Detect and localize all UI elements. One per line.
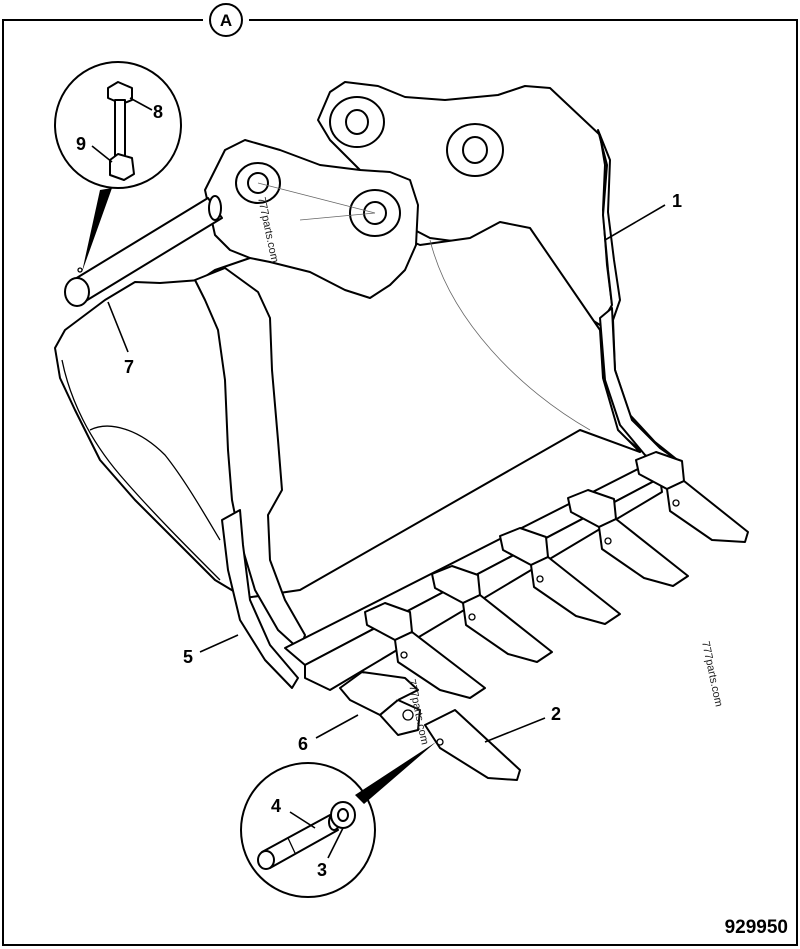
left-side-plate <box>194 267 306 651</box>
callout-4: 4 <box>271 796 281 816</box>
tooth-adapter-1 <box>364 602 486 699</box>
tooth-adapter-2 <box>431 565 553 663</box>
section-label: A <box>220 11 232 30</box>
exploded-adapter <box>339 671 421 736</box>
callout-2: 2 <box>551 704 561 724</box>
retainer-clip <box>330 801 356 829</box>
tooth-adapter-4 <box>567 489 689 587</box>
bolt-detail-leader <box>82 188 112 272</box>
callout-6: 6 <box>298 734 308 754</box>
callout-5: 5 <box>183 647 193 667</box>
tooth-adapter-3 <box>499 527 621 625</box>
leader-lines <box>91 97 666 859</box>
callout-9: 9 <box>76 134 86 154</box>
main-pin <box>64 195 223 307</box>
pin-detail-bubble <box>240 742 436 898</box>
callout-3: 3 <box>317 860 327 880</box>
drawing-frame <box>2 19 798 946</box>
tooth-adapter-5 <box>635 451 749 543</box>
bolt-detail-bubble <box>54 61 182 272</box>
callout-1: 1 <box>672 191 682 211</box>
rear-pin-hole-left <box>345 109 369 135</box>
pin-detail-leader <box>355 742 436 804</box>
pin-centerline-2 <box>299 212 376 221</box>
exploded-tooth <box>424 709 521 781</box>
watermark-2: 777parts.com <box>699 640 725 708</box>
rear-pin-hole-right <box>462 136 488 164</box>
bolt-shank <box>114 99 126 159</box>
bucket-inner-shade <box>89 425 221 541</box>
callout-8: 8 <box>153 102 163 122</box>
section-label-circle <box>209 3 243 37</box>
bucket-back-curve <box>61 359 221 581</box>
nut <box>109 153 135 181</box>
bucket-shell <box>54 204 641 599</box>
pin-centerline <box>257 182 376 214</box>
teeth <box>339 451 749 781</box>
callout-7: 7 <box>124 357 134 377</box>
right-side-wear-strip <box>599 307 681 471</box>
drawing-number: 929950 <box>725 917 788 938</box>
side-wear-strip <box>221 509 299 689</box>
bucket-inner-floor <box>429 239 591 431</box>
